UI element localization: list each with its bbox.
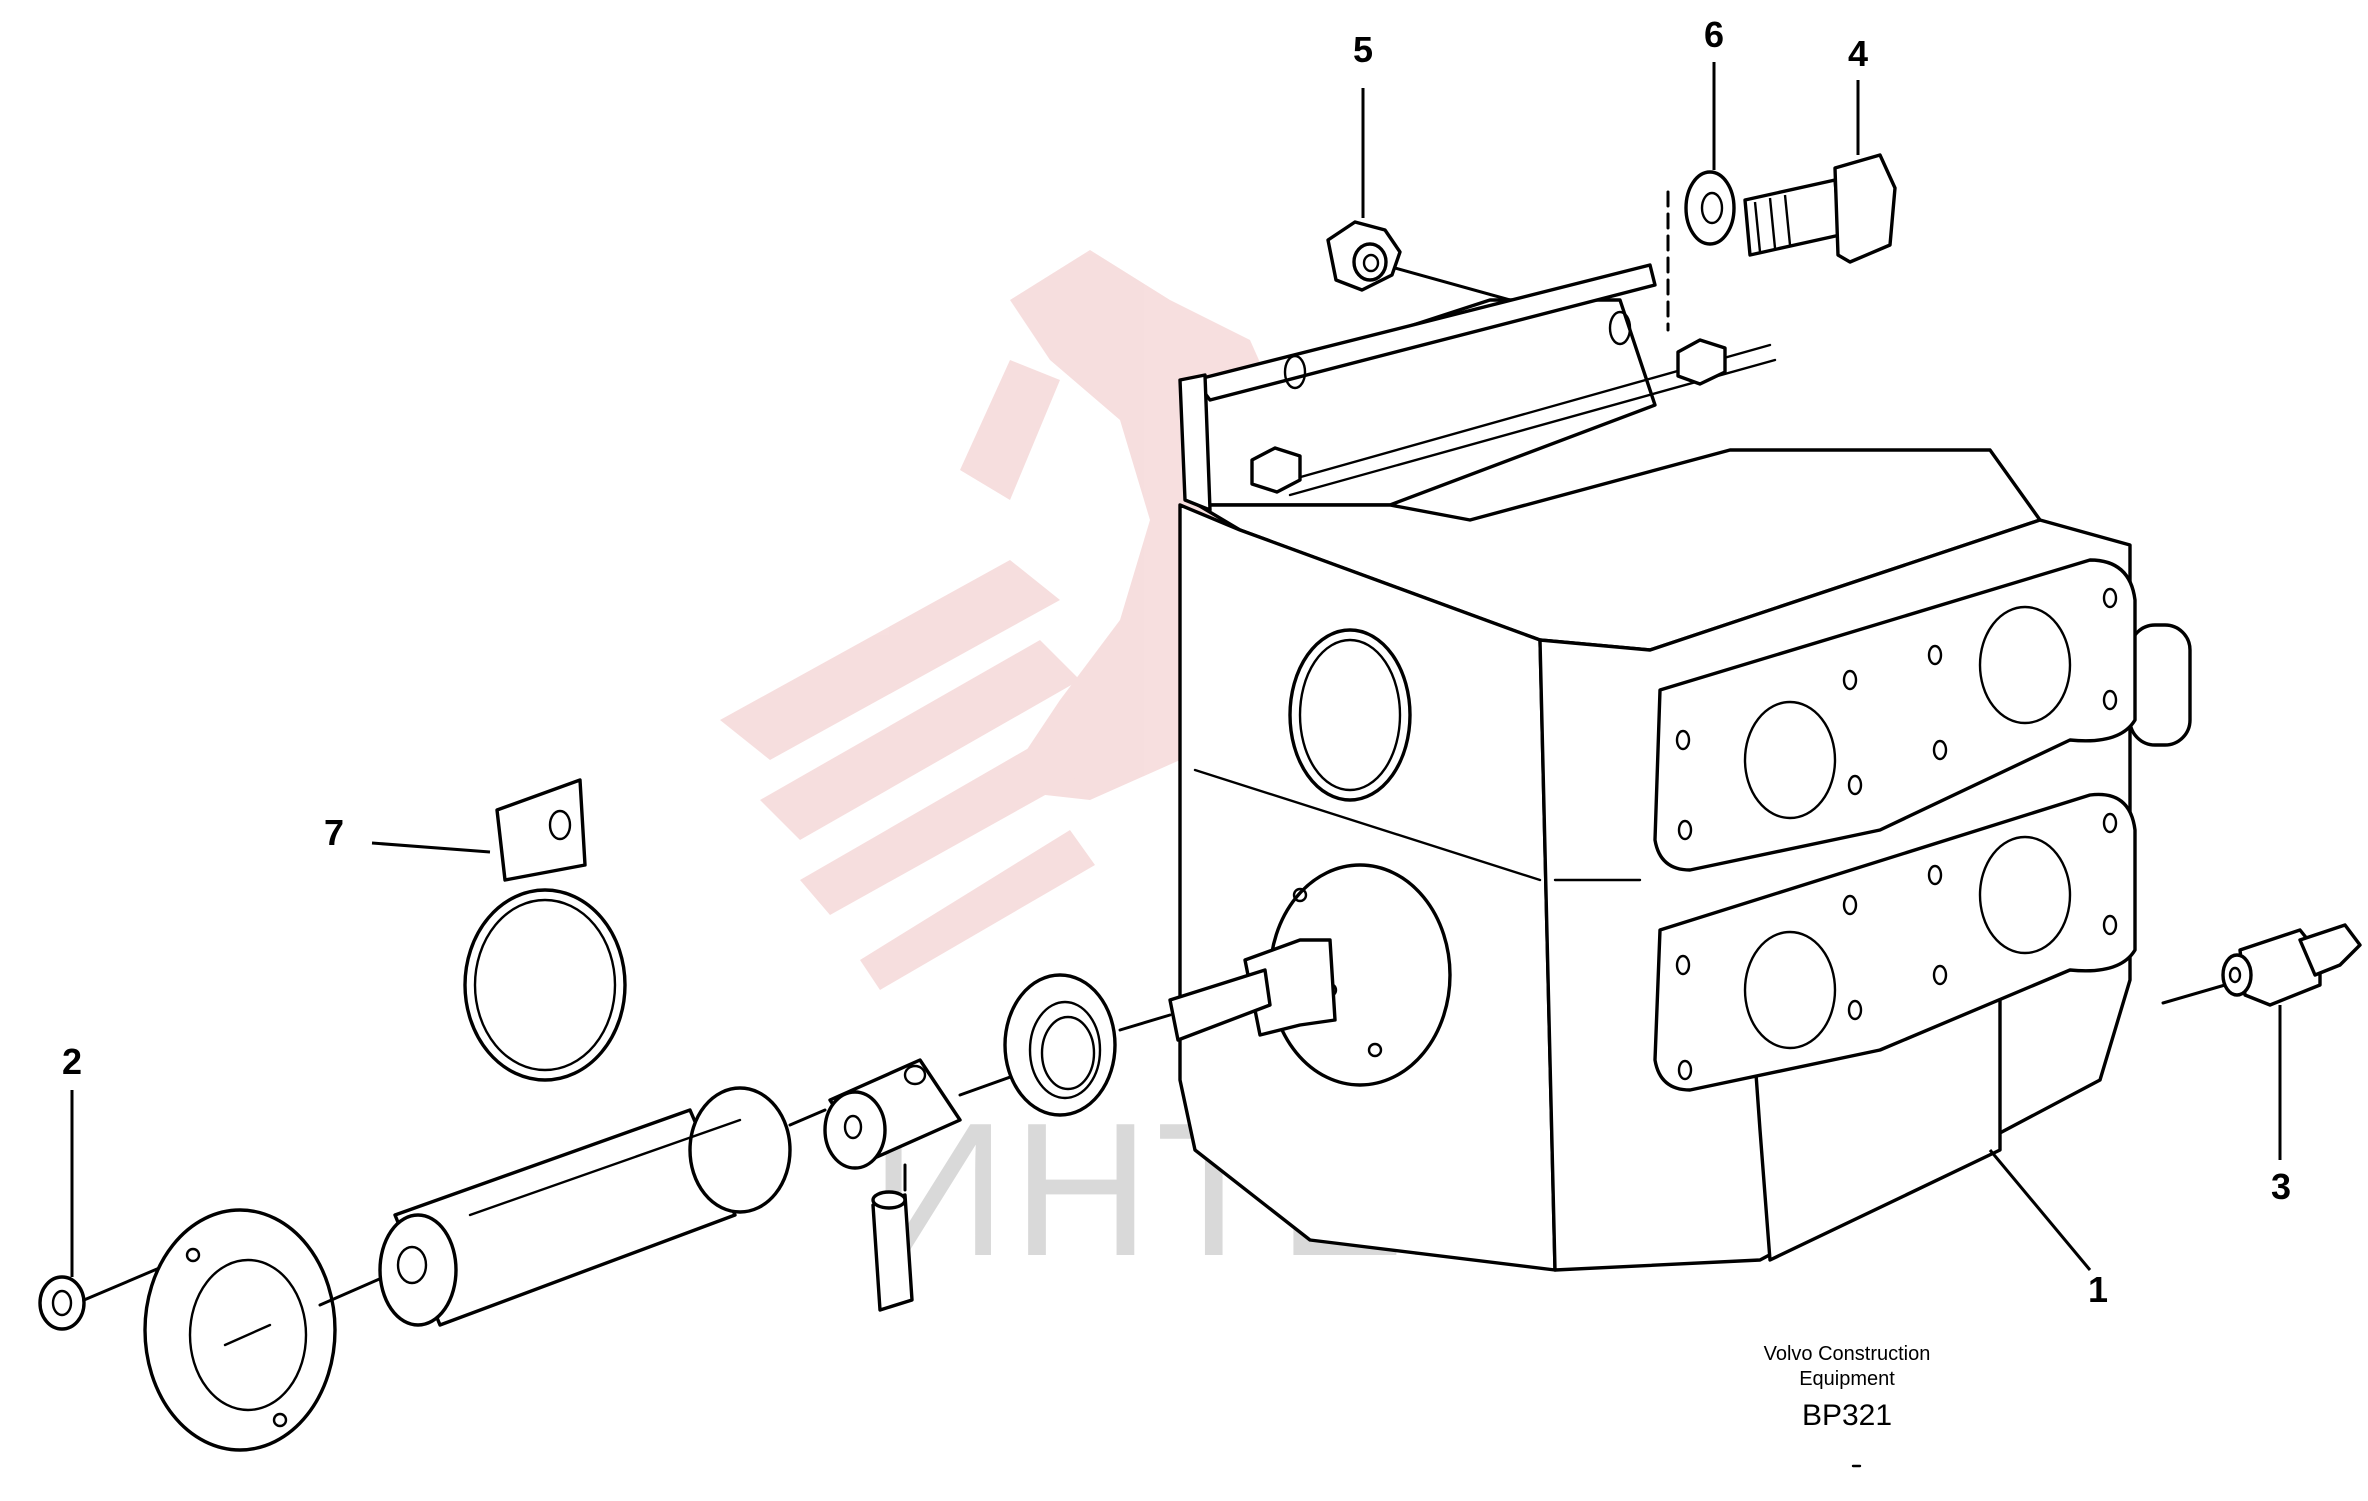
part-1-housing	[1168, 190, 2192, 1272]
part-5-nut	[1326, 220, 1512, 302]
callout-6: 6	[1704, 14, 1724, 55]
pin	[871, 1190, 914, 1312]
flange-plate	[143, 1208, 402, 1452]
callout-1: 1	[2088, 1269, 2108, 1310]
part-4-bolt	[1743, 153, 1897, 264]
caption-block: Volvo Construction Equipment BP321	[1764, 1343, 1931, 1468]
drawing-code: BP321	[1802, 1399, 1892, 1432]
callout-3: 3	[2271, 1166, 2291, 1207]
leader-lines	[70, 62, 2282, 1277]
caption-line-1: Volvo Construction	[1764, 1343, 1931, 1365]
callout-5: 5	[1353, 29, 1373, 70]
callout-4: 4	[1848, 33, 1868, 74]
caption-line-2: Equipment	[1799, 1368, 1895, 1390]
part-7-circlip	[463, 778, 627, 1082]
sleeve-tube	[378, 1086, 827, 1327]
callout-7: 7	[324, 812, 344, 853]
callout-labels: 5 6 4 7 2 3 1	[62, 14, 2291, 1310]
coupling-sleeve	[823, 1058, 1032, 1192]
seal-ring	[1003, 973, 1172, 1117]
callout-2: 2	[62, 1041, 82, 1082]
part-6-washer	[1684, 170, 1736, 246]
part-3-fitting	[2161, 923, 2362, 1007]
